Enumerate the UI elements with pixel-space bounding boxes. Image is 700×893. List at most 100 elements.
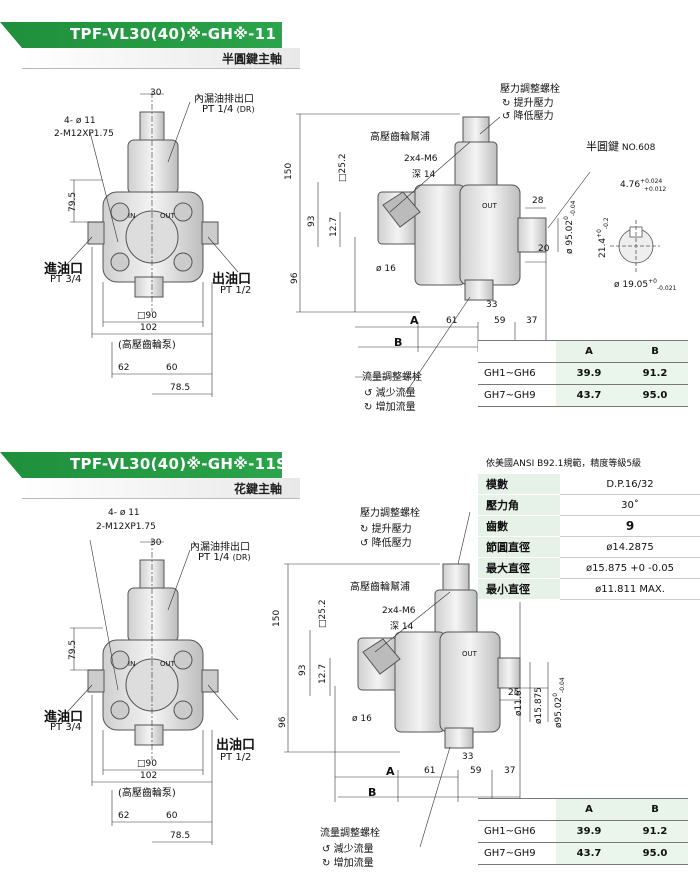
dim-a: A — [410, 314, 419, 327]
dim-62: 62 — [118, 363, 130, 373]
dim-78-5: 78.5 — [170, 383, 191, 393]
pump-label: (高壓齒輪泵) — [118, 340, 176, 351]
front-view — [87, 559, 219, 746]
dim-holes: 4- ø 11 — [64, 116, 96, 126]
dim-96: 96 — [290, 272, 300, 284]
pressure-title: 壓力調整螺栓 — [500, 84, 560, 95]
inlet-title: 進油口 — [44, 262, 84, 277]
flow-title: 流量調整螺栓 — [362, 372, 422, 383]
dim-21-4: 21.4+0-0.2 — [596, 217, 610, 258]
depth-label: 深 14 — [390, 622, 414, 632]
spec-caption: 依美國ANSI B92.1規範，精度等級5級 — [486, 459, 642, 469]
dim-93: 93 — [298, 664, 308, 676]
section-header: TPF-VL30(40)※-GH※-11 半圓鍵主軸 — [0, 22, 300, 70]
table-header: B — [622, 340, 688, 363]
rotate-ccw-icon: ↺ — [360, 538, 369, 549]
inlet-title: 進油口 — [44, 710, 84, 725]
dim-11-6: ø11.6 — [514, 690, 524, 716]
outlet-spec: PT 1/2 — [220, 752, 252, 763]
flow-up: ↻ 增加流量 — [322, 858, 374, 869]
dim-59: 59 — [494, 316, 506, 326]
drawing-spline-shaft — [59, 511, 549, 848]
dim-59: 59 — [470, 766, 482, 776]
shaft-type: 半圓鍵主軸 — [221, 52, 282, 66]
dim-150: 150 — [272, 609, 282, 627]
rotate-ccw-icon: ↺ — [364, 388, 373, 399]
dim-30: 30 — [150, 538, 162, 548]
flow-down: ↺ 減少流量 — [322, 844, 374, 855]
dim-93: 93 — [307, 215, 317, 227]
table-row: GH1~GH6 39.9 91.2 — [478, 362, 688, 385]
dimension-table: A B GH1~GH6 39.9 91.2 GH7~GH9 43.7 95.0 — [478, 798, 688, 865]
dim-61: 61 — [424, 766, 436, 776]
dim-61: 61 — [446, 316, 458, 326]
table-header: A — [556, 340, 622, 363]
dim-12-7: 12.7 — [329, 216, 339, 237]
outlet-title: 出油口 — [212, 272, 252, 287]
dim-20: 20 — [538, 244, 550, 254]
drain-title: 內漏油排出口 — [194, 94, 254, 105]
section-header: TPF-VL30(40)※-GH※-11S 花鍵主軸 — [0, 452, 300, 500]
outlet-title: 出油口 — [216, 738, 256, 753]
side-view — [377, 116, 547, 301]
dim-60: 60 — [166, 363, 178, 373]
gear-pump-label: 高壓齒輪幫浦 — [350, 582, 410, 593]
side-port-out: OUT — [462, 650, 477, 658]
section-spline-shaft: TPF-VL30(40)※-GH※-11S 花鍵主軸 — [0, 452, 700, 892]
dim-37: 37 — [526, 316, 538, 326]
pressure-down: ↺ 降低壓力 — [502, 111, 554, 122]
port-in: IN — [128, 212, 136, 220]
dim-28: 28 — [532, 196, 544, 206]
dim-bolt: 2-M12XP1.75 — [96, 522, 156, 532]
dim-102: 102 — [140, 323, 158, 333]
table-row: GH7~GH9 43.7 95.0 — [478, 842, 688, 865]
drain-spec: PT 1/4 (DR) — [198, 552, 251, 563]
drain-spec: PT 1/4 (DR) — [202, 104, 255, 115]
table-header: A — [556, 798, 622, 821]
dim-b: B — [394, 336, 403, 349]
dim-b: B — [368, 786, 377, 799]
dim-sq90: □90 — [137, 759, 157, 769]
dim-25: 25 — [508, 688, 520, 698]
pressure-down: ↺ 降低壓力 — [360, 538, 412, 549]
table-header — [478, 798, 556, 821]
pressure-up: ↻ 提升壓力 — [360, 524, 412, 535]
model-title: TPF-VL30(40)※-GH※-11S — [70, 455, 288, 473]
key-label: 半圓鍵 NO.608 — [586, 140, 656, 153]
screw-label: 2x4-M6 — [404, 154, 438, 164]
port-out: OUT — [160, 212, 175, 220]
dim-19-05: ø 19.05+0-0.021 — [614, 278, 677, 292]
table-row: GH7~GH9 43.7 95.0 — [478, 384, 688, 407]
dim-62: 62 — [118, 811, 130, 821]
key-section — [610, 220, 660, 272]
dim-33: 33 — [462, 752, 474, 762]
port-out: OUT — [160, 660, 175, 668]
dim-sq90: □90 — [137, 311, 157, 321]
pressure-title: 壓力調整螺栓 — [360, 508, 420, 519]
table-header — [478, 340, 556, 363]
model-title: TPF-VL30(40)※-GH※-11 — [70, 25, 277, 43]
pump-label: (高壓齒輪泵) — [118, 788, 176, 799]
dim-16: ø 16 — [352, 714, 372, 724]
inlet-spec: PT 3/4 — [50, 274, 82, 285]
flow-down: ↺ 減少流量 — [364, 388, 416, 399]
outlet-spec: PT 1/2 — [220, 285, 252, 296]
rotate-cw-icon: ↻ — [322, 858, 331, 869]
rotate-cw-icon: ↻ — [364, 402, 373, 413]
dim-150: 150 — [284, 162, 294, 180]
inlet-spec: PT 3/4 — [50, 722, 82, 733]
section-keyed-shaft: TPF-VL30(40)※-GH※-11 半圓鍵主軸 — [0, 22, 700, 442]
dim-78-5: 78.5 — [170, 831, 191, 841]
dim-96: 96 — [278, 716, 288, 728]
dim-79-5: 79.5 — [68, 639, 78, 660]
table-row: GH1~GH6 39.9 91.2 — [478, 820, 688, 843]
dim-bolt: 2-M12XP1.75 — [54, 129, 114, 139]
gear-pump-label: 高壓齒輪幫浦 — [370, 132, 430, 143]
dim-60: 60 — [166, 811, 178, 821]
